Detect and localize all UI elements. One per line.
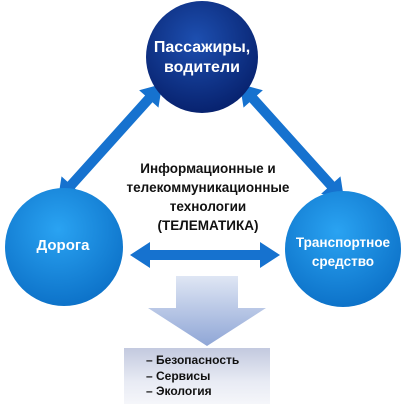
road-label: Дорога: [36, 237, 90, 254]
center-line1: Информационные и: [140, 161, 276, 176]
vehicle-line1: Транспортное: [295, 235, 391, 250]
circle-vehicle: [285, 191, 401, 307]
telematics-description: Информационные и телекоммуникационные те…: [127, 159, 290, 235]
center-line4: (ТЕЛЕМАТИКА): [157, 218, 259, 233]
passengers-line2: водители: [164, 59, 240, 76]
vehicle-line2: средство: [311, 254, 375, 269]
outcomes-list: – Безопасность – Сервисы – Экология: [146, 353, 239, 400]
center-line3: технологии: [169, 199, 247, 214]
arrow-road-vehicle: [130, 242, 280, 268]
outcome-ecology: – Экология: [146, 384, 212, 398]
circle-passengers: [146, 1, 258, 113]
arrow-road-passengers: [57, 84, 163, 200]
node-road-label: Дорога: [37, 236, 90, 256]
passengers-line1: Пассажиры,: [153, 39, 251, 56]
outcome-services: – Сервисы: [146, 368, 211, 383]
center-line2: телекоммуникационные: [126, 180, 290, 195]
circle-road: [5, 188, 123, 306]
node-passengers-label: Пассажиры, водители: [154, 38, 250, 78]
arrow-vehicle-passengers: [239, 84, 345, 200]
outcome-safety: – Безопасность: [146, 353, 240, 367]
down-arrow: [148, 276, 266, 346]
node-vehicle-label: Транспортное средство: [296, 233, 390, 271]
outcomes-box: – Безопасность – Сервисы – Экология: [124, 348, 270, 404]
